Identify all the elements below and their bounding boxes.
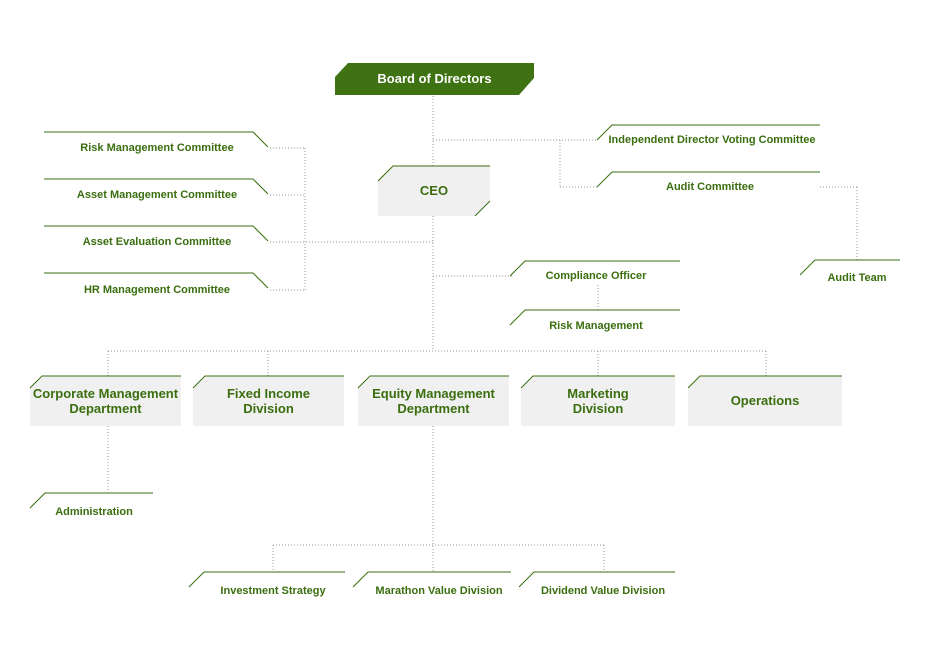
dept-box-corporate bbox=[29, 375, 181, 426]
dept-marketing-label: Marketing Division bbox=[567, 386, 629, 416]
administration: Administration bbox=[55, 506, 133, 518]
committee-brackets bbox=[44, 131, 269, 289]
equity-unit-dividend-value: Dividend Value Division bbox=[540, 585, 666, 597]
right-brackets bbox=[509, 124, 900, 326]
committee-risk-management: Risk Management Committee bbox=[80, 142, 234, 154]
dept-corporate-management-label: Corporate Management Department bbox=[32, 386, 179, 416]
lower-brackets bbox=[29, 492, 675, 588]
risk-management: Risk Management bbox=[549, 320, 643, 332]
independent-director-voting-committee: Independent Director Voting Committee bbox=[608, 134, 816, 146]
dept-box-marketing bbox=[520, 375, 675, 426]
dept-box-fixed-income bbox=[192, 375, 344, 426]
equity-unit-marathon-value: Marathon Value Division bbox=[375, 585, 503, 597]
equity-unit-investment-strategy: Investment Strategy bbox=[220, 585, 326, 597]
connector-lines bbox=[107, 96, 858, 572]
department-boxes bbox=[29, 375, 842, 426]
committee-asset-evaluation: Asset Evaluation Committee bbox=[82, 236, 232, 248]
dept-box-operations bbox=[687, 375, 842, 426]
dept-operations-label: Operations bbox=[730, 393, 800, 408]
committee-hr-management: HR Management Committee bbox=[83, 284, 231, 296]
board-of-directors-label: Board of Directors bbox=[377, 71, 492, 86]
ceo-box bbox=[377, 165, 491, 217]
dept-fixed-income-label: Fixed Income Division bbox=[226, 386, 311, 416]
audit-committee: Audit Committee bbox=[666, 181, 754, 193]
compliance-officer: Compliance Officer bbox=[545, 270, 647, 282]
committee-asset-management: Asset Management Committee bbox=[76, 189, 238, 201]
board-of-directors-box bbox=[335, 63, 534, 95]
dept-equity-management-label: Equity Management Department bbox=[372, 386, 495, 416]
dept-box-equity bbox=[357, 375, 509, 426]
ceo-label: CEO bbox=[419, 183, 449, 198]
audit-team: Audit Team bbox=[827, 272, 887, 284]
